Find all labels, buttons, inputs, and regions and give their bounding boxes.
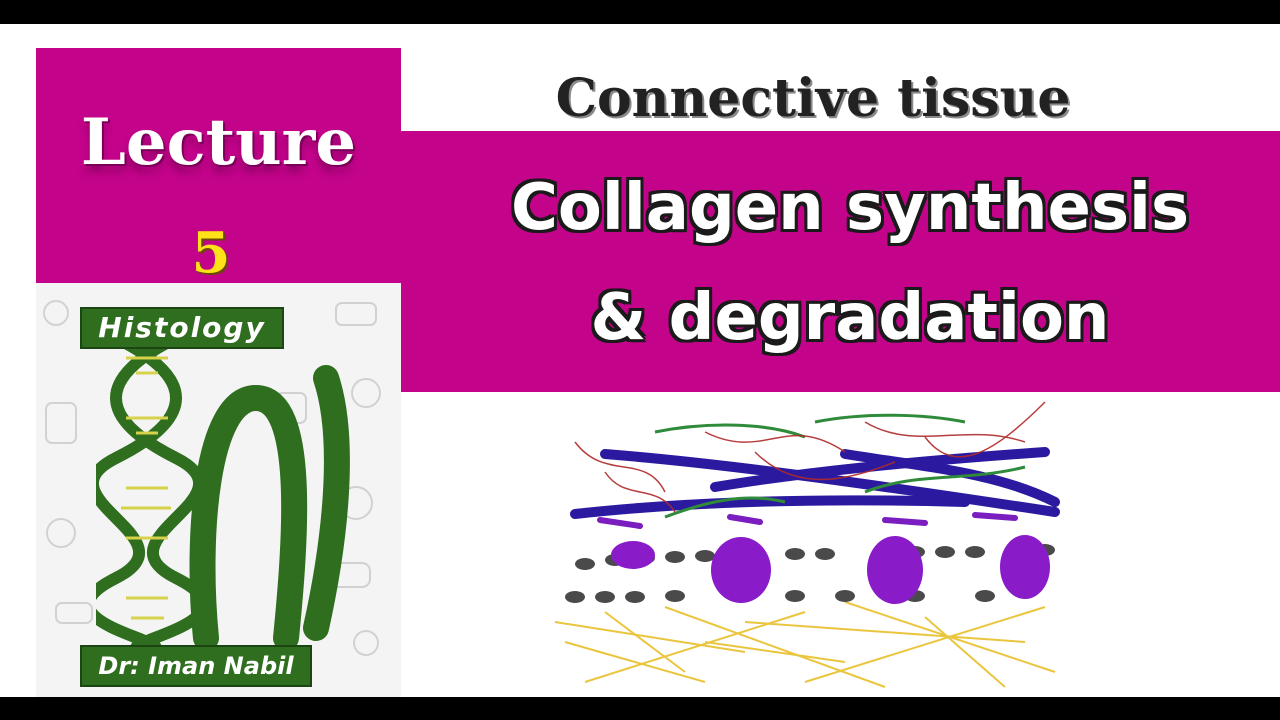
logo-histology-label: Histology xyxy=(80,307,284,349)
logo-author-label: Dr: Iman Nabil xyxy=(80,645,312,687)
title-band xyxy=(401,131,1280,392)
bottom-black-bar xyxy=(0,697,1280,720)
collagen-fiber-illustration xyxy=(554,401,1060,688)
lecture-number: 5 xyxy=(191,220,231,286)
histology-logo: Histology Dr: Iman Nabil xyxy=(36,283,401,697)
title-line-2: & degradation xyxy=(590,281,1110,355)
title-line-1: Collagen synthesis xyxy=(510,171,1190,245)
lecture-badge: Lecture 5 xyxy=(36,48,401,286)
dna-helix-icon xyxy=(96,338,350,648)
lecture-word: Lecture xyxy=(80,105,357,180)
top-black-bar xyxy=(0,0,1280,24)
topic-title: Connective tissue xyxy=(555,68,1071,129)
